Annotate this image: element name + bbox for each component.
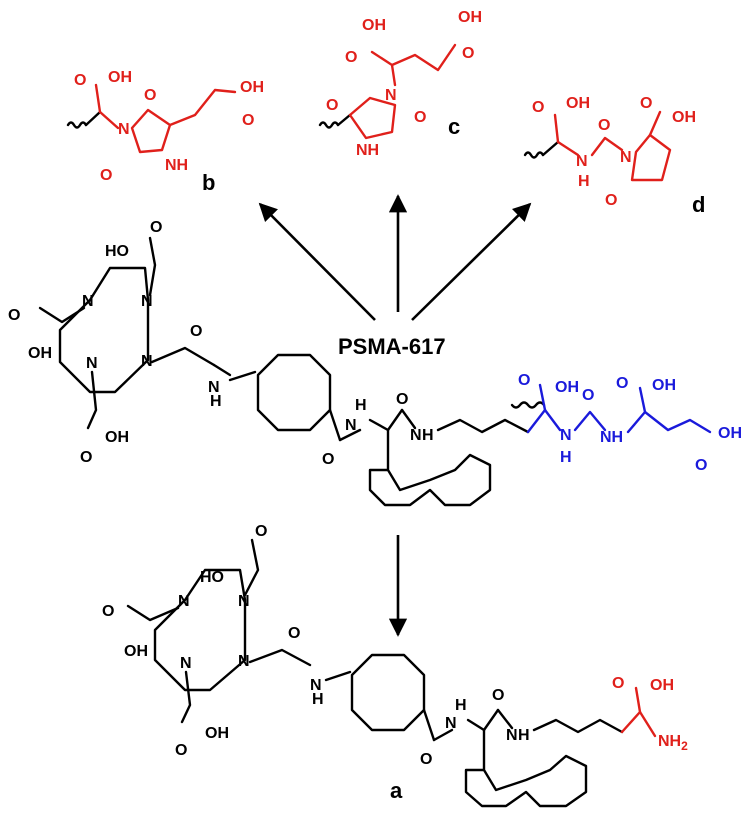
- atom-o: O: [190, 323, 202, 340]
- atom-oh: OH: [672, 109, 696, 126]
- product-b: O OH N O O NH OH O b: [66, 69, 264, 195]
- label-a: a: [390, 778, 403, 803]
- atom-o: O: [605, 192, 617, 209]
- atom-o: O: [640, 95, 652, 112]
- atom-nh: NH: [356, 142, 379, 159]
- atom-o: O: [100, 167, 112, 184]
- label-b: b: [202, 170, 215, 195]
- atom-oh: OH: [105, 429, 129, 446]
- atom-o: O: [326, 97, 338, 114]
- arrow-to-b: [258, 202, 376, 321]
- atom-o: O: [420, 751, 432, 768]
- atom-o: O: [518, 372, 530, 389]
- psma-617-title: PSMA-617: [338, 334, 446, 359]
- atom-o: O: [322, 451, 334, 468]
- atom-n: N: [82, 293, 94, 310]
- atom-o: O: [612, 675, 624, 692]
- atom-h: H: [355, 397, 367, 414]
- atom-n: N: [118, 121, 130, 138]
- atom-n: N: [178, 593, 190, 610]
- atom-n: N: [86, 355, 98, 372]
- atom-h: H: [518, 727, 530, 744]
- atom-n: N: [141, 353, 153, 370]
- atom-oh: OH: [652, 377, 676, 394]
- arrow-to-d: [411, 202, 532, 321]
- atom-o: O: [414, 109, 426, 126]
- atom-n: N: [141, 293, 153, 310]
- atom-h: H: [210, 393, 222, 410]
- atom-oh: OH: [362, 17, 386, 34]
- atom-o: O: [396, 391, 408, 408]
- atom-h: H: [312, 691, 324, 708]
- atom-n: N: [238, 593, 250, 610]
- atom-oh: OH: [566, 95, 590, 112]
- atom-n: N: [576, 153, 588, 170]
- atom-nh: N: [310, 677, 322, 694]
- atom-h: H: [455, 697, 467, 714]
- atom-nh2: NH2: [658, 733, 688, 753]
- glu-urea-motif: O OH N H O NH O OH OH O: [518, 372, 742, 474]
- atom-oh: OH: [458, 9, 482, 26]
- atom-oh: OH: [124, 643, 148, 660]
- atom-n: N: [560, 427, 572, 444]
- atom-o: O: [695, 457, 707, 474]
- atom-nh: NH: [165, 157, 188, 174]
- atom-oh: HO: [105, 243, 129, 260]
- atom-n: N: [180, 655, 192, 672]
- label-c: c: [448, 114, 460, 139]
- atom-h: H: [422, 427, 434, 444]
- atom-oh: OH: [718, 425, 742, 442]
- label-d: d: [692, 192, 705, 217]
- atom-oh: OH: [650, 677, 674, 694]
- atom-n: N: [506, 727, 518, 744]
- atom-o: O: [102, 603, 114, 620]
- reaction-arrows: [258, 194, 532, 637]
- atom-h: H: [578, 173, 590, 190]
- atom-o: O: [532, 99, 544, 116]
- atom-oh: OH: [555, 379, 579, 396]
- atom-o: O: [582, 387, 594, 404]
- atom-n: N: [620, 149, 632, 166]
- atom-o: O: [616, 375, 628, 392]
- atom-o: O: [8, 307, 20, 324]
- atom-o: O: [598, 117, 610, 134]
- atom-h: H: [560, 449, 572, 466]
- atom-o: O: [462, 45, 474, 62]
- atom-o: O: [345, 49, 357, 66]
- atom-o: O: [242, 112, 254, 129]
- atom-o: O: [255, 523, 267, 540]
- atom-nh2-subscript: 2: [681, 739, 688, 753]
- atom-o: O: [150, 219, 162, 236]
- product-d: O OH N H O N O O OH d: [523, 95, 705, 217]
- atom-oh: OH: [205, 725, 229, 742]
- atom-o: O: [492, 687, 504, 704]
- atom-oh: HO: [200, 569, 224, 586]
- atom-oh: OH: [108, 69, 132, 86]
- atom-o: O: [288, 625, 300, 642]
- atom-nh: N: [345, 417, 357, 434]
- atom-o: O: [74, 72, 86, 89]
- product-a: N N N N HO O O OH O OH O N H O N H O N H…: [102, 523, 688, 808]
- atom-o: O: [144, 87, 156, 104]
- atom-o: O: [80, 449, 92, 466]
- dota-cage: N N N N HO O O OH O OH O: [8, 219, 216, 466]
- atom-n: N: [385, 87, 397, 104]
- atom-nh: N: [445, 715, 457, 732]
- product-c: O N O NH O OH OH O c: [318, 9, 482, 159]
- atom-oh: OH: [28, 345, 52, 362]
- psma-617-molecule: PSMA-617 N N N N HO O O OH O OH O N: [8, 219, 742, 507]
- atom-n: N: [238, 653, 250, 670]
- atom-o: O: [175, 742, 187, 759]
- atom-oh: OH: [240, 79, 264, 96]
- atom-nh: NH: [600, 429, 623, 446]
- atom-nh: N: [208, 379, 220, 396]
- atom-n: N: [410, 427, 422, 444]
